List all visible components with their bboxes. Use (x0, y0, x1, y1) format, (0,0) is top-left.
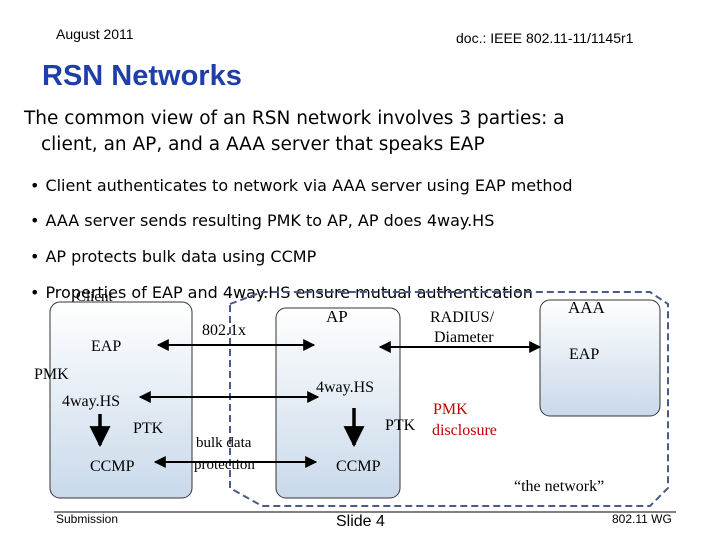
page-title: RSN Networks (42, 60, 242, 92)
footer-slide-number: Slide 4 (336, 513, 385, 530)
header-doc-id: doc.: IEEE 802.11-11/1145r1 (456, 30, 634, 46)
bulk-label-line-1: bulk data (196, 435, 252, 451)
aaa-eap-label: EAP (569, 346, 599, 363)
aaa-box (539, 299, 661, 417)
ap-ptk-label: PTK (385, 417, 416, 434)
bullet-text: Client authenticates to network via AAA … (45, 176, 573, 195)
pmk-disclosure-line-2: disclosure (432, 422, 497, 439)
client-ccmp-label: CCMP (90, 458, 135, 475)
link-8021x-label: 802.1x (202, 322, 246, 339)
bullet-item: •Properties of EAP and 4way.HS ensure mu… (30, 283, 533, 302)
bullet-text: AP protects bulk data using CCMP (45, 247, 317, 266)
intro-line-1: The common view of an RSN network involv… (24, 108, 565, 129)
client-eap-label: EAP (91, 338, 121, 355)
pmk-disclosure-line-1: PMK (433, 401, 468, 418)
bullet-item: •Client authenticates to network via AAA… (30, 176, 573, 195)
intro-line-2: client, an AP, and a AAA server that spe… (41, 134, 485, 155)
footer-submission: Submission (56, 512, 119, 526)
client-pmk-label: PMK (34, 366, 69, 383)
bullet-item: •AAA server sends resulting PMK to AP, A… (30, 211, 495, 230)
bullet-text: Properties of EAP and 4way.HS ensure mut… (45, 283, 533, 302)
client-4way-label: 4way.HS (62, 393, 120, 410)
ap-ccmp-label: CCMP (336, 458, 381, 475)
radius-label-line-1: RADIUS/ (430, 309, 495, 326)
radius-label-line-2: Diameter (434, 329, 494, 346)
aaa-label: AAA (568, 298, 606, 317)
footer-wg: 802.11 WG (612, 512, 672, 526)
ap-label: AP (326, 307, 348, 326)
ap-4way-label: 4way.HS (316, 379, 374, 396)
bullet-item: •AP protects bulk data using CCMP (30, 247, 317, 266)
ap-box (275, 307, 401, 499)
intro-text: The common view of an RSN network involv… (24, 106, 684, 158)
network-region-outline (229, 291, 669, 507)
bullet-text: AAA server sends resulting PMK to AP, AP… (45, 211, 495, 230)
client-box (49, 301, 193, 499)
client-ptk-label: PTK (133, 420, 164, 437)
network-label: “the network” (514, 478, 604, 495)
bulk-label-line-2: protection (194, 457, 255, 473)
header-date: August 2011 (56, 26, 134, 42)
